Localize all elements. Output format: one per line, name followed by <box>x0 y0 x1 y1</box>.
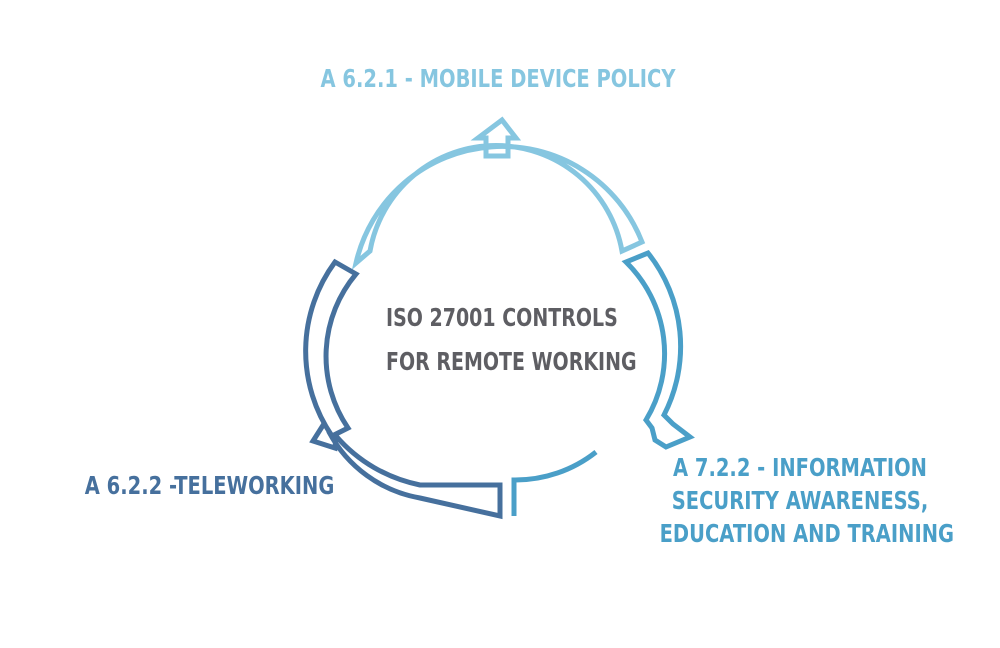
center-title-line1: ISO 27001 CONTROLS <box>386 303 618 332</box>
arc-segment-bottom-right <box>511 450 598 516</box>
node-label-right-line1: A 7.2.2 - INFORMATION <box>672 453 927 482</box>
node-label-left: A 6.2.2 -TELEWORKING <box>84 471 335 500</box>
node-label-right: A 7.2.2 - INFORMATION SECURITY AWARENESS… <box>659 451 955 550</box>
arc-segment-right <box>621 249 695 450</box>
arc-segment-left-upper <box>303 258 360 440</box>
center-title-line2: FOR REMOTE WORKING <box>386 347 637 376</box>
node-label-top: A 6.2.1 - MOBILE DEVICE POLICY <box>320 64 676 93</box>
node-label-right-line3: EDUCATION AND TRAINING <box>659 519 955 548</box>
node-label-right-line2: SECURITY AWARENESS, <box>671 486 929 515</box>
arc-segment-top <box>351 116 646 270</box>
center-title: ISO 27001 CONTROLS FOR REMOTE WORKING <box>386 296 637 384</box>
